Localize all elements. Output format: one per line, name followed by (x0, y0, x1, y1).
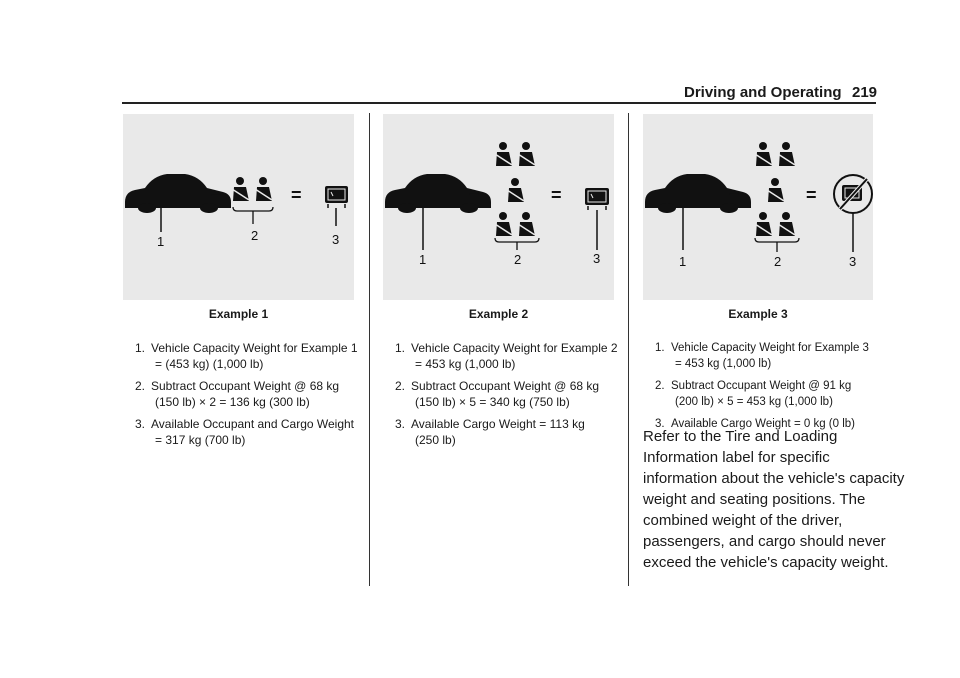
list-item: 1.Vehicle Capacity Weight for Example 1=… (135, 341, 358, 371)
callout-1: 1 (157, 234, 164, 249)
equals-sign: = (806, 185, 817, 205)
seatbelt-icon (754, 142, 773, 166)
seatbelt-icon (494, 212, 513, 236)
example-1-caption: Example 1 (208, 307, 269, 321)
list-item: 3.Available Occupant and Cargo Weight= 3… (135, 417, 355, 447)
minus-sign: – (211, 184, 221, 204)
example-2-caption: Example 2 (468, 307, 529, 321)
callout-1: 1 (679, 254, 686, 269)
car-icon (125, 174, 231, 213)
paragraph-line: exceed the vehicle's capacity weight. (643, 554, 889, 571)
list-item: 3.Available Cargo Weight = 113 kg(250 lb… (395, 417, 585, 447)
bracket (232, 206, 274, 212)
paragraph-line: Information label for specific (643, 449, 830, 466)
column-divider-left (369, 113, 370, 586)
list-item: 1.Vehicle Capacity Weight for Example 3=… (655, 342, 869, 370)
seatbelt-icon (506, 178, 525, 202)
seatbelt-icon (494, 142, 513, 166)
body-paragraph: Refer to the Tire and Loading Informatio… (643, 426, 905, 573)
list-item: 2.Subtract Occupant Weight @ 68 kg(150 l… (395, 379, 600, 409)
car-icon (385, 174, 491, 213)
example-2-steps: 1.Vehicle Capacity Weight for Example 2=… (395, 340, 623, 454)
seatbelt-icon (754, 212, 773, 236)
cargo-icon (585, 188, 609, 210)
equals-sign: = (291, 185, 302, 205)
list-item: 3.Available Cargo Weight = 0 kg (0 lb) (655, 418, 855, 430)
callout-2: 2 (774, 254, 781, 269)
example-1-figure: 1 – 2 = 3 (123, 114, 354, 300)
callout-2: 2 (514, 252, 521, 267)
paragraph-line: information about the vehicle's capacity (643, 470, 905, 487)
paragraph-line: combined weight of the driver, (643, 512, 843, 529)
paragraph-line: Refer to the Tire and Loading (643, 428, 838, 445)
list-item: 2.Subtract Occupant Weight @ 91 kg(200 l… (655, 380, 852, 408)
callout-1: 1 (419, 252, 426, 267)
minus-sign: – (729, 183, 739, 203)
list-item: 2.Subtract Occupant Weight @ 68 kg(150 l… (135, 379, 340, 409)
seatbelt-icon (777, 142, 796, 166)
seatbelt-icon (231, 177, 250, 201)
callout-3: 3 (332, 232, 339, 247)
list-item: 1.Vehicle Capacity Weight for Example 2=… (395, 341, 618, 371)
minus-sign: – (469, 183, 479, 203)
no-cargo-icon (833, 174, 873, 214)
example-2-figure: 1 – 2 = 3 (383, 114, 614, 300)
example-3-figure: 1 – 2 = 3 (643, 114, 873, 300)
seatbelt-icon (777, 212, 796, 236)
seatbelt-icon (254, 177, 273, 201)
callout-3: 3 (593, 251, 600, 266)
seatbelt-icon (766, 178, 785, 202)
paragraph-line: passengers, and cargo should never (643, 533, 886, 550)
column-divider-right (628, 113, 629, 586)
equals-sign: = (551, 185, 562, 205)
paragraph-line: weight and seating positions. The (643, 491, 866, 508)
section-title: Driving and Operating (684, 84, 842, 101)
page-number: 219 (852, 84, 878, 101)
car-icon (645, 174, 751, 213)
header-rule (122, 102, 876, 104)
seatbelt-icon (517, 212, 536, 236)
bracket (494, 237, 540, 243)
seatbelt-icon (517, 142, 536, 166)
example-1-steps: 1.Vehicle Capacity Weight for Example 1=… (135, 340, 361, 454)
bracket (754, 237, 800, 243)
example-3-steps: 1.Vehicle Capacity Weight for Example 3=… (655, 340, 879, 438)
callout-3: 3 (849, 254, 856, 269)
example-3-caption: Example 3 (728, 307, 788, 321)
cargo-icon (325, 186, 348, 208)
callout-2: 2 (251, 228, 258, 243)
